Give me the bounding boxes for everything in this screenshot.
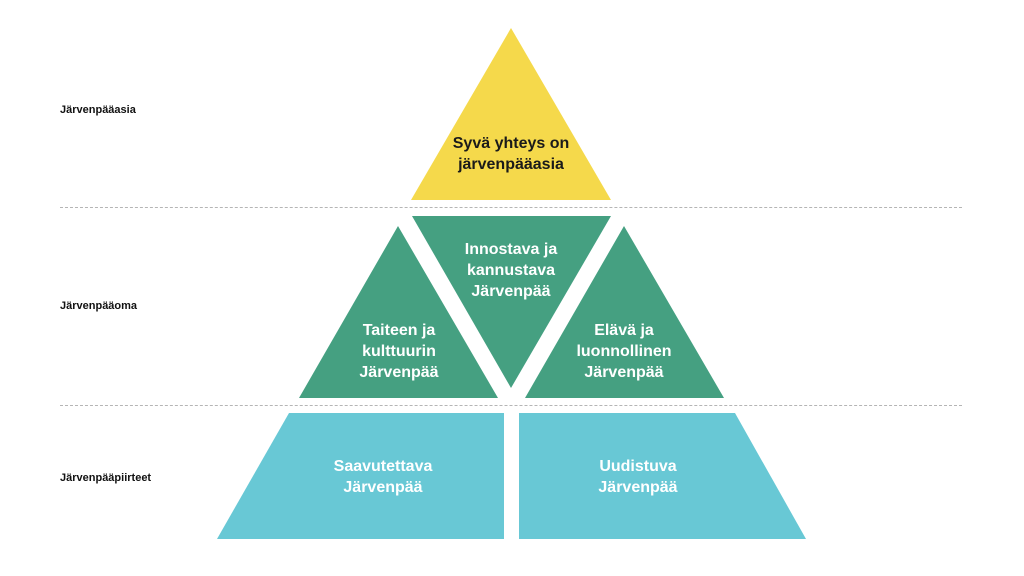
bottom-right-label: Uudistuva Järvenpää xyxy=(598,458,678,496)
row-divider-top xyxy=(60,207,962,208)
middle-center-triangle xyxy=(412,216,611,388)
row-label-middle: Järvenpääoma xyxy=(60,300,138,312)
row-divider-bottom xyxy=(60,405,962,406)
row-label-bottom: Järvenpääpiirteet xyxy=(60,472,152,484)
apex-label: Syvä yhteys on järvenpääasia xyxy=(452,135,570,173)
middle-left-label: Taiteen ja kulttuurin Järvenpää xyxy=(359,322,439,381)
middle-left-triangle xyxy=(299,226,498,398)
middle-center-label: Innostava ja kannustava Järvenpää xyxy=(464,241,558,300)
bottom-left-trapezoid xyxy=(217,413,504,539)
row-label-top: Järvenpääasia xyxy=(60,104,136,116)
apex-triangle xyxy=(411,28,611,200)
bottom-right-trapezoid xyxy=(519,413,806,539)
middle-right-triangle xyxy=(525,226,724,398)
middle-right-label: Elävä ja luonnollinen Järvenpää xyxy=(576,322,672,381)
bottom-left-label: Saavutettava Järvenpää xyxy=(333,458,433,496)
